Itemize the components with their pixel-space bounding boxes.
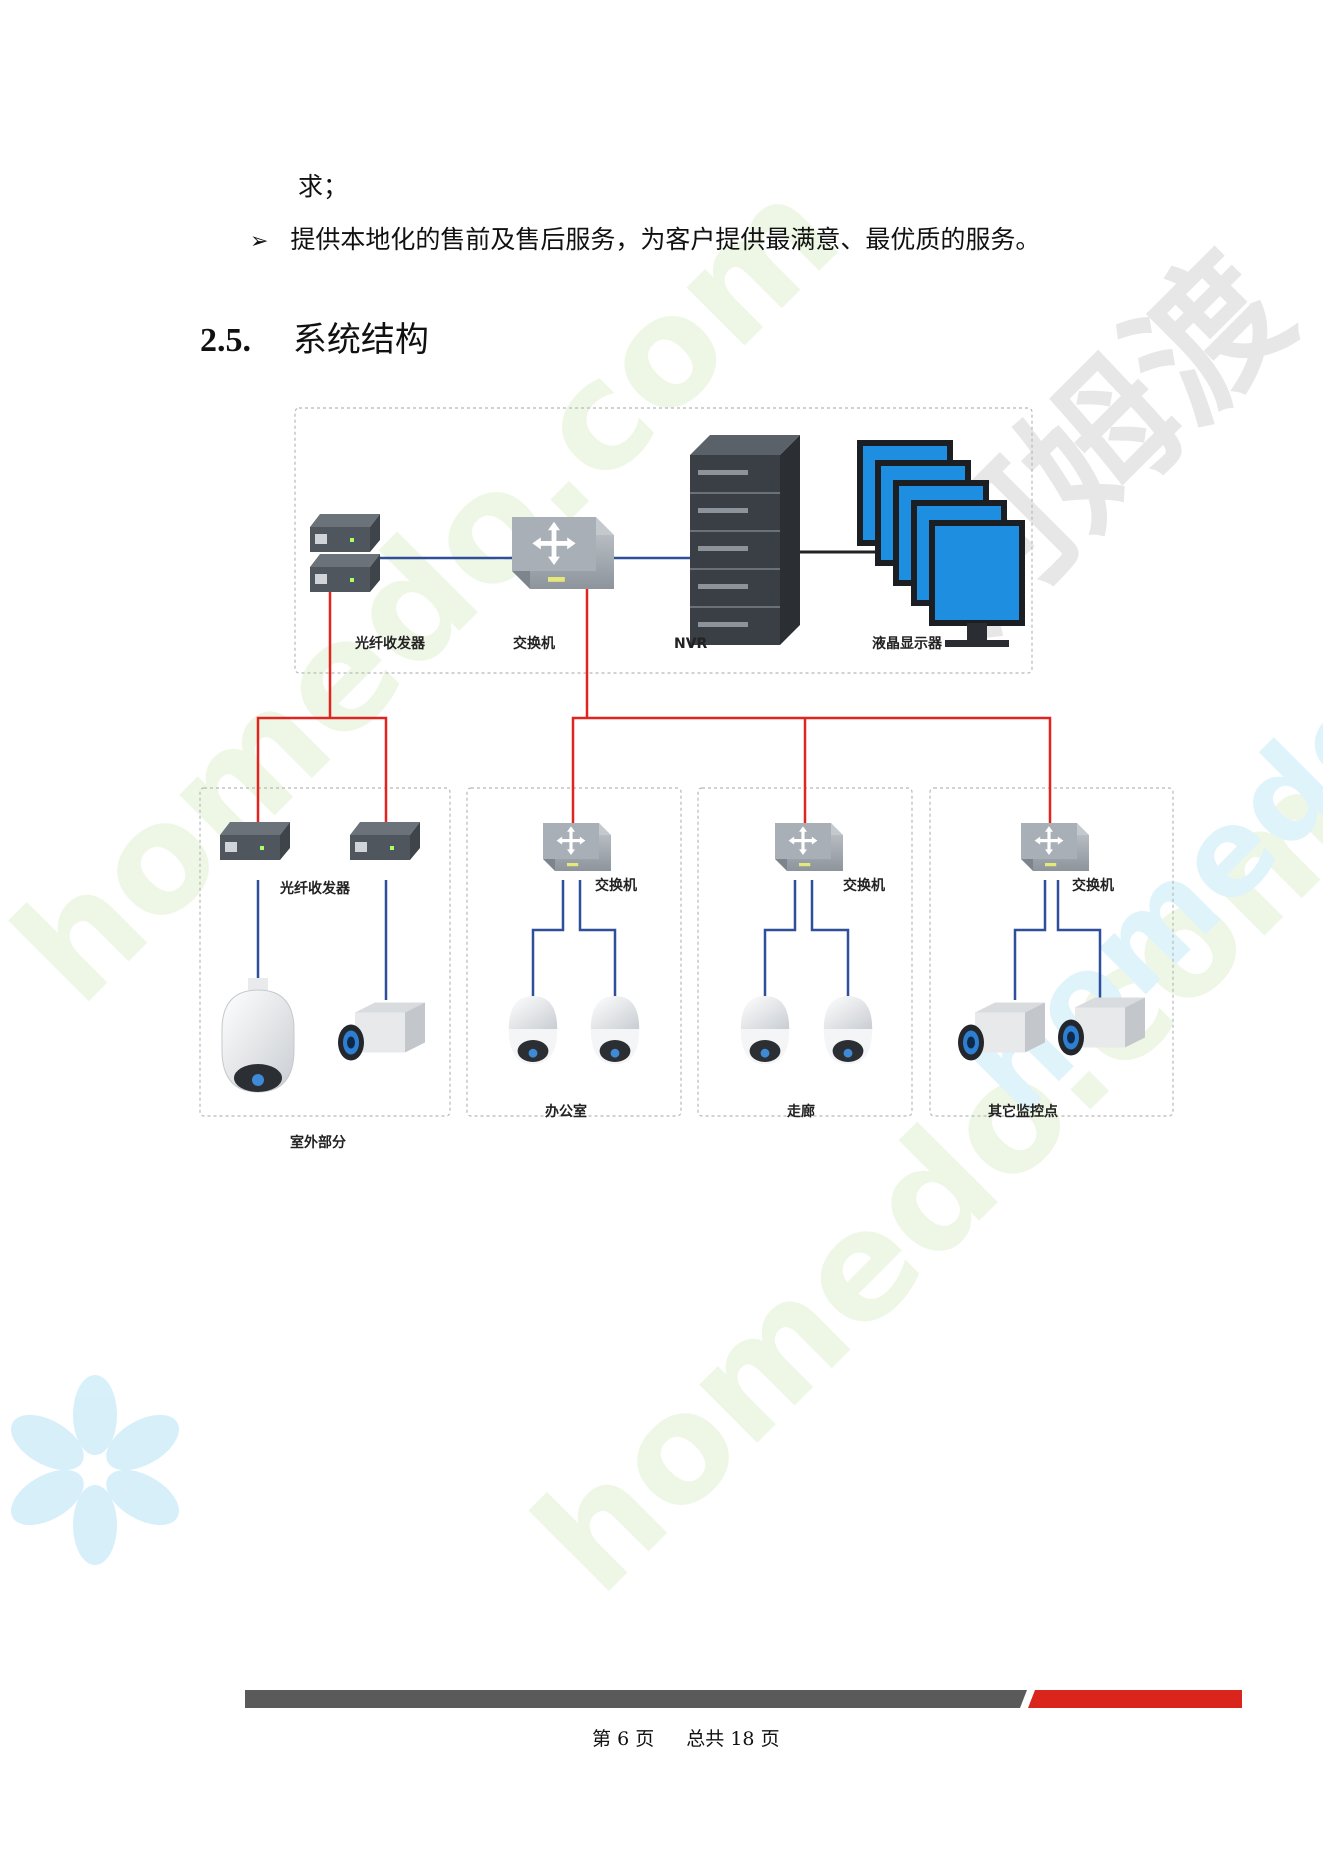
bullet-item: ➢ 提供本地化的售前及售后服务，为客户提供最满意、最优质的服务。 xyxy=(250,223,1040,259)
outdoor-group-caption: 室外部分 xyxy=(290,1134,346,1151)
nvr-label: NVR xyxy=(674,636,708,652)
arrow-bullet-icon: ➢ xyxy=(250,229,269,254)
core-group-frame xyxy=(294,407,1033,674)
nvr-server-icon xyxy=(690,435,800,645)
core-fiber-transceiver-label: 光纤收发器 xyxy=(354,635,426,652)
corridor-switch-label: 交换机 xyxy=(843,877,885,894)
other-switch-label: 交换机 xyxy=(1072,877,1114,894)
page-footer: 第 6 页 总共 18 页 xyxy=(592,1724,780,1751)
continued-line: 求； xyxy=(298,172,349,201)
office-switch-icon xyxy=(541,821,613,873)
corridor-group-caption: 走廊 xyxy=(787,1103,815,1120)
outdoor-box-camera-icon xyxy=(338,1002,425,1061)
section-heading: 2.5. 系统结构 xyxy=(200,312,429,361)
page-number: 6 xyxy=(617,1728,630,1750)
total-suffix: 页 xyxy=(760,1728,780,1750)
outdoor-node-label: 光纤收发器 xyxy=(279,880,351,897)
corridor-dome-camera-icon-2 xyxy=(823,996,873,1065)
total-prefix: 总共 xyxy=(686,1728,725,1750)
core-switch-label: 交换机 xyxy=(513,635,555,652)
lcd-label: 液晶显示器 xyxy=(872,635,943,652)
office-dome-camera-icon-1 xyxy=(508,996,558,1065)
corridor-dome-camera-icon-1 xyxy=(740,996,790,1065)
lcd-display-icon xyxy=(857,440,1025,647)
office-switch-label: 交换机 xyxy=(595,877,637,894)
red-trunk-links xyxy=(256,575,1052,835)
blue-links xyxy=(256,556,1102,1000)
page-prefix: 第 xyxy=(592,1728,612,1750)
core-fiber-transceiver-icon xyxy=(310,514,380,592)
office-group-caption: 办公室 xyxy=(545,1103,587,1120)
total-pages: 18 xyxy=(730,1728,755,1750)
other-box-camera-icon-2 xyxy=(1058,997,1145,1056)
core-switch-icon xyxy=(512,517,614,589)
bullet-text: 提供本地化的售前及售后服务，为客户提供最满意、最优质的服务。 xyxy=(290,225,1041,254)
other-points-group-frame xyxy=(929,787,1174,1117)
page-suffix: 页 xyxy=(635,1728,655,1750)
outdoor-transceiver-icon-2 xyxy=(350,822,420,860)
outdoor-transceiver-icon-1 xyxy=(220,822,290,860)
other-switch-icon xyxy=(1019,821,1091,873)
outdoor-group-frame xyxy=(199,787,451,1117)
outdoor-speed-dome-camera-icon xyxy=(221,978,295,1093)
corridor-switch-icon xyxy=(773,821,845,873)
other-box-camera-icon-1 xyxy=(958,1002,1045,1061)
section-number: 2.5. xyxy=(200,322,251,359)
other-group-caption: 其它监控点 xyxy=(988,1103,1058,1120)
office-dome-camera-icon-2 xyxy=(590,996,640,1065)
section-title: 系统结构 xyxy=(292,320,429,360)
